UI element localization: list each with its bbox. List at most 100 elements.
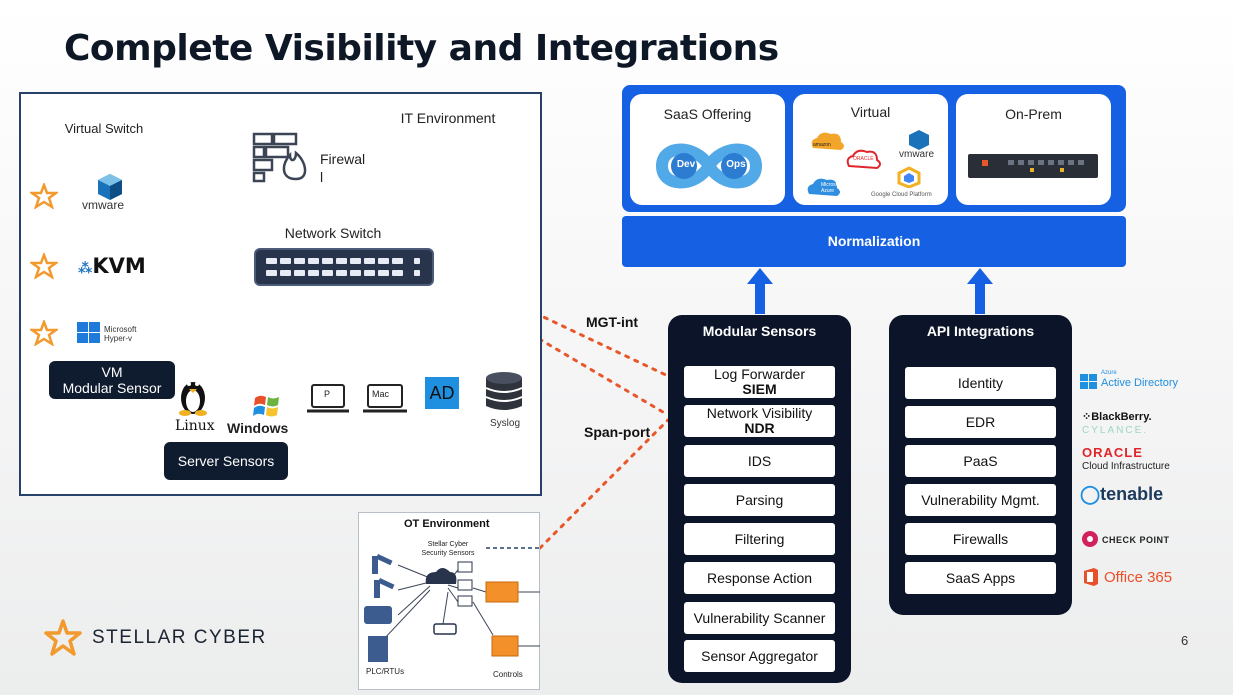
sensor-item-network-visibility: Network Visibility NDR [684, 405, 835, 437]
sensor-item-log-forwarder: Log Forwarder SIEM [684, 366, 835, 398]
google-label: Google Cloud Platform [871, 192, 932, 198]
up-arrow-icon [747, 268, 773, 314]
api-item-paas: PaaS [905, 445, 1056, 477]
oracle-cloud-icon [846, 149, 881, 170]
computer-icon [457, 561, 473, 573]
robot-arm-icon [372, 554, 393, 574]
firewall-label: Firewal l [320, 151, 366, 185]
appliance-server-icon [968, 154, 1098, 178]
span-port-label: Span-port [584, 424, 651, 440]
azure-small-label: Azure [1101, 370, 1117, 376]
linux-tux-icon [179, 382, 207, 416]
pc-label: P [324, 389, 331, 399]
blackberry-logo: ⁘BlackBerry. [1082, 411, 1152, 423]
vmware-virtual-label: vmware [899, 149, 935, 160]
sensor-item-response-action: Response Action [684, 562, 835, 594]
azure-ad-icon [1080, 374, 1097, 389]
dev-label: Dev [676, 159, 696, 170]
amazon-cloud-icon [811, 132, 844, 150]
cloud-icon [425, 568, 457, 584]
network-switch-label: Network Switch [284, 225, 382, 241]
oracle-label: ORACLE [853, 156, 874, 162]
plc-icon [368, 636, 388, 662]
api-item-firewalls: Firewalls [905, 523, 1056, 555]
ot-environment-label: OT Environment [404, 518, 490, 530]
up-arrow-icon [967, 268, 993, 314]
virtual-card: Virtual amazon ORACLE vmware Microsoft A… [793, 94, 948, 205]
motor-icon [364, 606, 392, 624]
deployment-options-panel: SaaS Offering Dev Ops Virtual amazon ORA… [622, 85, 1126, 212]
plc-label: PLC/RTUs [366, 667, 405, 676]
active-directory-icon [425, 377, 459, 409]
api-item-vulnerability-mgmt: Vulnerability Mgmt. [905, 484, 1056, 516]
syslog-label: Syslog [490, 418, 521, 429]
kvm-mark-icon: ⁂ [78, 261, 93, 277]
windows-label: Windows [227, 420, 289, 436]
ot-sensor-label: Stellar Cyber Security Sensors [421, 541, 475, 557]
ot-network-diagram [364, 547, 540, 662]
controls-label: Controls [493, 670, 523, 679]
on-prem-card: On-Prem [956, 94, 1111, 205]
router-icon [433, 623, 457, 635]
page-number: 6 [1181, 633, 1189, 648]
oracle-sub-label: Cloud Infrastructure [1082, 461, 1170, 472]
sensor-star-icon [30, 320, 58, 346]
database-icon [485, 372, 523, 410]
api-item-saas-apps: SaaS Apps [905, 562, 1056, 594]
hyperv-label: Microsoft Hyper-v [104, 325, 137, 343]
tenable-logo: ◯tenable [1080, 484, 1164, 504]
computer-icon [457, 595, 473, 607]
blackberry-icon: ⁘ [1082, 411, 1092, 423]
checkpoint-label: CHECK POINT [1102, 535, 1170, 545]
linux-label: Linux [175, 418, 215, 434]
kvm-logo: ⁂KVM [78, 254, 146, 278]
stellar-cyber-logo-icon [44, 619, 82, 656]
oracle-vendor-label: ORACLE [1082, 445, 1143, 460]
api-item-identity: Identity [905, 367, 1056, 399]
robot-arm-icon [374, 578, 395, 598]
firewall-icon [252, 132, 307, 183]
sensor-item-vulnerability-scanner: Vulnerability Scanner [684, 602, 835, 634]
amazon-label: amazon [813, 142, 831, 148]
laptop-icon [363, 384, 407, 413]
page-title: Complete Visibility and Integrations [64, 28, 779, 69]
sensor-item-parsing: Parsing [684, 484, 835, 516]
sensor-item-filtering: Filtering [684, 523, 835, 555]
brand-name: STELLAR CYBER [92, 627, 267, 648]
sensor-star-icon [30, 253, 58, 279]
sensor-star-icon [30, 183, 58, 209]
controller-icon [485, 581, 519, 603]
active-directory-label: Active Directory [1101, 377, 1179, 389]
modular-sensors-panel: Modular Sensors Log Forwarder SIEM Netwo… [668, 315, 851, 683]
cylance-label: CYLANCE. [1082, 425, 1149, 436]
vmware-label: vmware [82, 198, 125, 212]
sensor-item-ids: IDS [684, 445, 835, 477]
laptop-icon [307, 384, 349, 413]
computer-icon [457, 579, 473, 591]
checkpoint-icon [1082, 531, 1098, 547]
vmware-logo-icon [98, 174, 122, 200]
ad-label: AD [429, 383, 455, 403]
vmware-cloud-icon [909, 130, 929, 150]
office365-icon [1084, 568, 1098, 586]
controller-icon [491, 635, 519, 657]
saas-offering-card: SaaS Offering Dev Ops [630, 94, 785, 205]
office365-label: Office 365 [1104, 569, 1173, 586]
api-integrations-panel: API Integrations Identity EDR PaaS Vulne… [889, 315, 1072, 615]
server-sensors-badge: Server Sensors [164, 442, 288, 480]
it-environment-label: IT Environment [400, 110, 496, 126]
windows-flag-icon [253, 395, 279, 417]
azure-label: Microsoft Azure [821, 182, 842, 194]
sensor-item-sensor-aggregator: Sensor Aggregator [684, 640, 835, 672]
vm-modular-sensor-badge: VM Modular Sensor [49, 361, 175, 399]
ops-label: Ops [726, 159, 746, 170]
azure-cloud-icon [807, 178, 840, 196]
network-switch-icon [254, 248, 434, 286]
tenable-icon: ◯ [1080, 484, 1101, 504]
devops-loop-icon [656, 143, 762, 189]
it-environment-box [19, 92, 542, 496]
normalization-bar: Normalization [622, 216, 1126, 267]
google-cloud-icon [897, 166, 921, 188]
api-item-edr: EDR [905, 406, 1056, 438]
mac-label: Mac [372, 389, 390, 399]
